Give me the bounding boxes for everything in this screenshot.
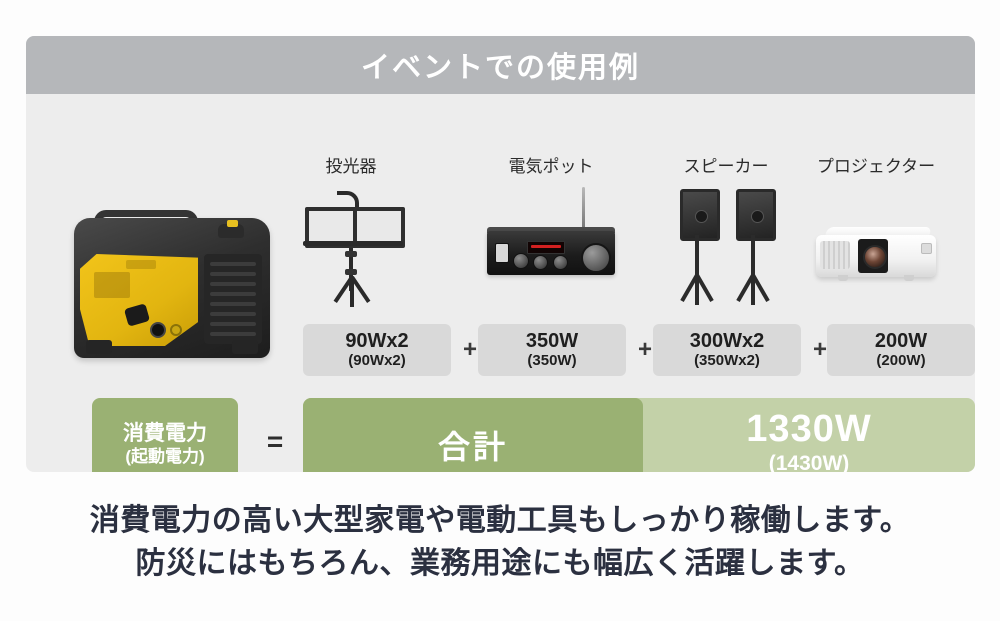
wattage-value: 350W: [525, 329, 579, 352]
projector-icon: [802, 183, 950, 313]
wattage-row: 90Wx2 (90Wx2) + 350W (350W) + 300Wx2 (35…: [303, 324, 975, 376]
projector-foot-right: [904, 275, 914, 281]
generator-foot-right: [232, 340, 258, 354]
generator-cap-accent: [227, 220, 238, 227]
floodlight-leg-center: [350, 277, 354, 307]
caption-line-1: 消費電力の高い大型家電や電動工具もしっかり稼働します。: [89, 504, 911, 537]
plus-operator-3: +: [812, 336, 827, 363]
wattage-startup-value: (350W): [527, 351, 577, 369]
speaker-cabinet-right: [736, 189, 776, 241]
amplifier-top: [487, 227, 615, 233]
caption-line-2: 防災にはもちろん、業務用途にも幅広く活躍します。: [135, 546, 865, 580]
generator-image: [56, 196, 296, 376]
startup-power-label: (起動電力): [125, 447, 205, 467]
pa-speakers-on-stands-icon: [652, 183, 800, 313]
wattage-startup-value: (350Wx2): [694, 351, 760, 369]
generator-control-panel: [204, 254, 262, 344]
amplifier-power-switch: [495, 243, 509, 263]
panel-header: イベントでの使用例: [26, 36, 975, 94]
wattage-box-speaker: 300Wx2 (350Wx2): [653, 324, 801, 376]
audio-amplifier-icon: [477, 183, 625, 313]
speaker-pole-right: [751, 235, 755, 277]
total-label-box: 合計: [303, 398, 643, 472]
amplifier-knob-1: [513, 253, 529, 269]
wattage-box-electric-pot: 350W (350W): [478, 324, 626, 376]
speaker-cabinet-left: [680, 189, 720, 241]
amplifier-knob-3: [553, 255, 568, 270]
appliance-label: スピーカー: [683, 157, 769, 176]
consumption-power-box: 消費電力 (起動電力): [92, 398, 238, 472]
projector-lens: [863, 245, 887, 269]
projector-sensor: [921, 243, 932, 254]
wattage-box-floodlight: 90Wx2 (90Wx2): [303, 324, 451, 376]
floodlight-bar-right: [351, 241, 403, 246]
speaker-pole-left: [695, 235, 699, 277]
wattage-startup-value: (90Wx2): [348, 351, 406, 369]
wattage-value: 200W: [874, 329, 928, 352]
floodlight-clamp-upper: [345, 251, 357, 257]
total-watt-value: 1330W: [746, 408, 872, 451]
appliance-column-floodlight: 投光器: [277, 158, 425, 313]
projector-vent-grille: [820, 241, 850, 269]
total-value-box: 1330W (1430W): [643, 398, 975, 472]
generator-label-plate: [94, 272, 130, 298]
appliance-label: 電気ポット: [508, 157, 594, 176]
plus-operator-1: +: [462, 336, 477, 363]
total-row: 合計 1330W (1430W): [303, 398, 975, 472]
generator-fuel-cap-icon: [218, 224, 244, 238]
generator-label-plate-small: [126, 260, 156, 269]
generator-outlet-icon: [150, 322, 166, 338]
usage-example-panel: イベントでの使用例 投光器: [26, 36, 975, 472]
wattage-startup-value: (200W): [876, 351, 926, 369]
generator-body: [74, 218, 270, 358]
amplifier-display: [527, 241, 565, 254]
appliance-column-electric-pot: 電気ポット: [477, 158, 625, 313]
consumption-power-label: 消費電力: [123, 421, 207, 445]
appliance-label: 投光器: [325, 157, 377, 176]
caption-block: 消費電力の高い大型家電や電動工具もしっかり稼働します。 防災にはもちろん、業務用…: [0, 500, 1000, 585]
floodlight-arm: [337, 191, 359, 217]
wattage-box-projector: 200W (200W): [827, 324, 975, 376]
floodlight-on-tripod-icon: [277, 183, 425, 313]
projector-foot-left: [838, 275, 848, 281]
amplifier-knob-2: [533, 255, 548, 270]
appliance-column-speaker: スピーカー: [652, 158, 800, 313]
floodlight-bar-left: [303, 241, 355, 246]
generator-indicator-icon: [170, 324, 182, 336]
generator-foot-left: [86, 340, 112, 354]
total-label: 合計: [437, 428, 508, 465]
wattage-value: 300Wx2: [689, 329, 765, 352]
plus-operator-2: +: [637, 336, 652, 363]
equals-operator: =: [266, 426, 284, 457]
floodlight-pole: [349, 209, 353, 291]
page-title: イベントでの使用例: [360, 52, 640, 84]
amplifier-volume-knob: [581, 243, 611, 273]
wattage-value: 90Wx2: [345, 329, 409, 352]
total-startup-watt-value: (1430W): [768, 452, 850, 472]
appliance-column-projector: プロジェクター: [802, 158, 950, 313]
speaker-leg-left-c: [695, 275, 699, 305]
appliance-label: プロジェクター: [816, 157, 936, 176]
amplifier-antenna-icon: [582, 187, 585, 233]
floodlight-clamp-lower: [345, 269, 357, 275]
speaker-leg-right-c: [751, 275, 755, 305]
